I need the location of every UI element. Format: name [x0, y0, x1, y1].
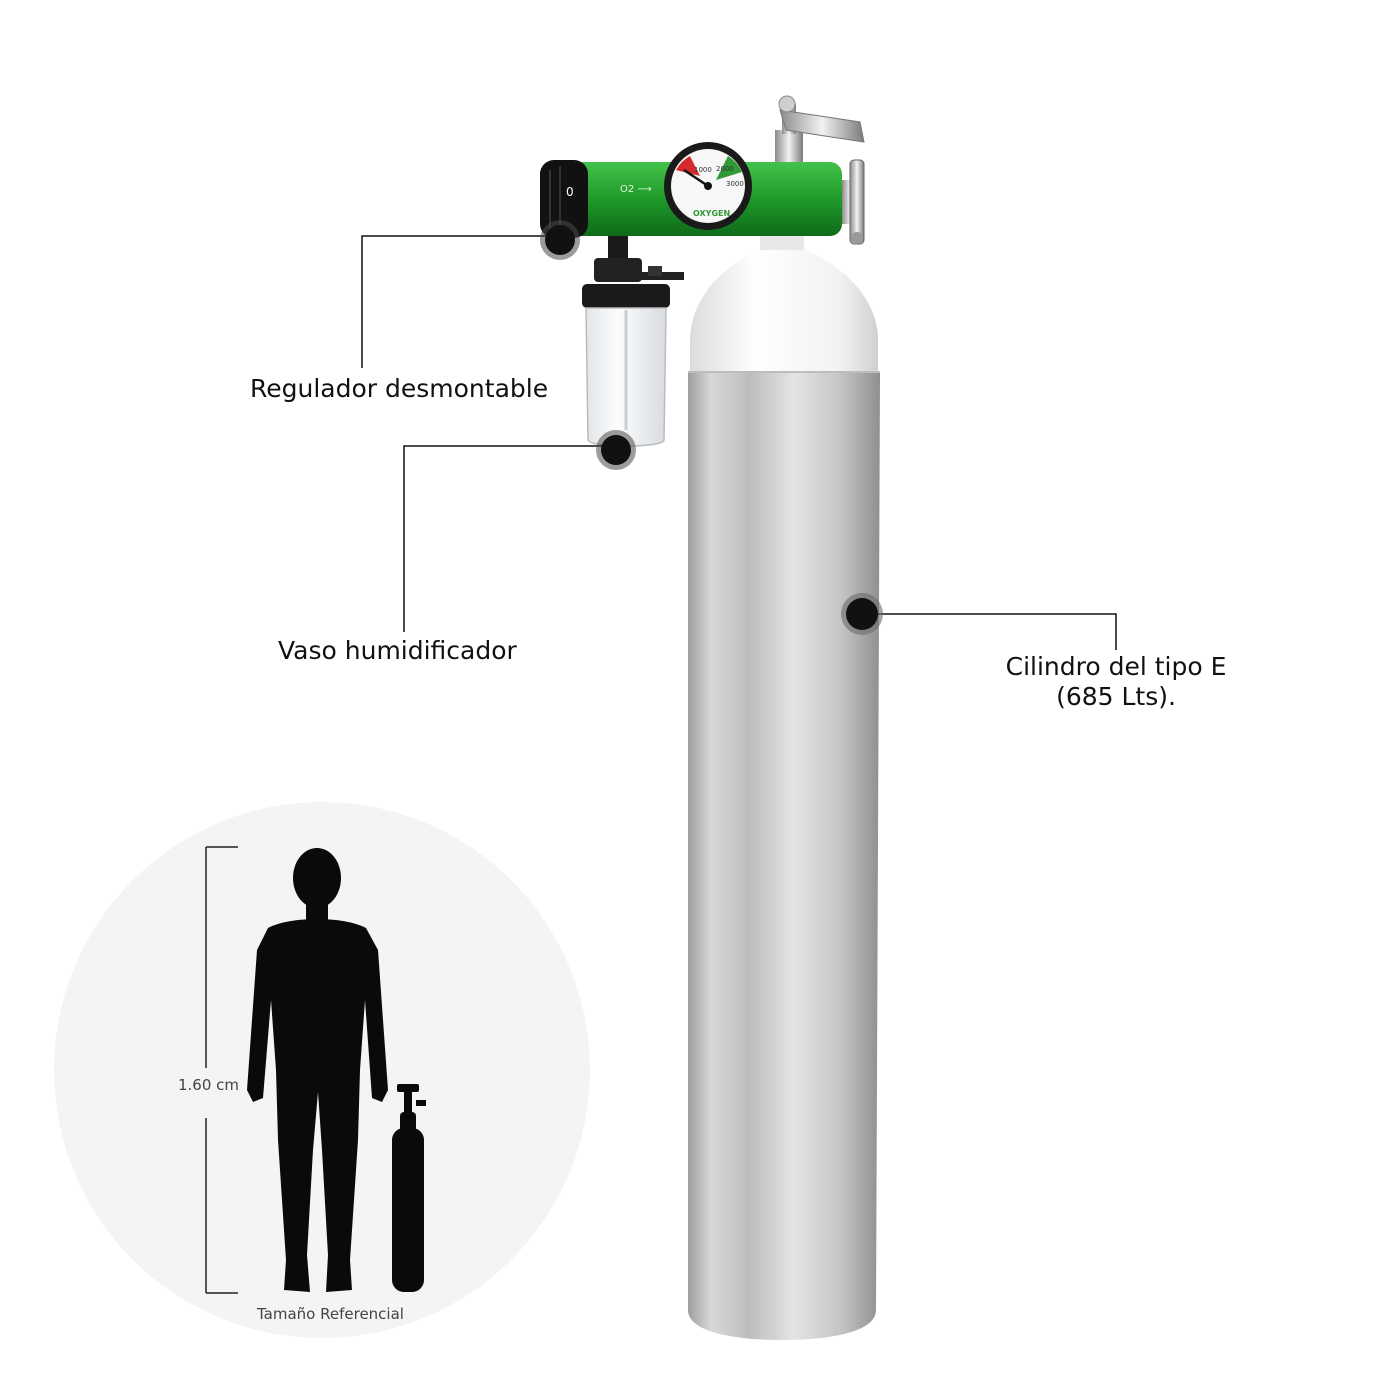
svg-text:O2 ⟶: O2 ⟶ — [620, 184, 652, 195]
callout-dots — [540, 220, 883, 635]
cylinder-label-line1: Cilindro del tipo E — [1005, 652, 1227, 681]
cylinder-label-line2: (685 Lts). — [1056, 682, 1176, 711]
oxygen-cylinder — [688, 230, 880, 1340]
svg-text:OXYGEN: OXYGEN — [693, 209, 730, 218]
callout-lines — [361, 235, 1117, 650]
humidifier-bottle-icon — [582, 258, 684, 447]
svg-text:0: 0 — [566, 185, 574, 199]
regulator-label: Regulador desmontable — [250, 374, 549, 403]
human-silhouette-icon — [247, 848, 388, 1292]
reference-caption: Tamaño Referencial — [257, 1305, 404, 1323]
svg-text:3000: 3000 — [726, 180, 744, 188]
regulator-icon: 0 O2 ⟶ 1000 2000 3000 OXYGEN — [540, 95, 865, 262]
humidifier-label: Vaso humidificador — [278, 636, 517, 665]
cylinder-label: Cilindro del tipo E (685 Lts). — [994, 652, 1238, 712]
svg-text:2000: 2000 — [716, 165, 734, 173]
height-dimension-bracket — [205, 846, 238, 1294]
small-cylinder-icon — [392, 1084, 426, 1292]
svg-text:1000: 1000 — [694, 166, 712, 174]
height-label: 1.60 cm — [178, 1076, 240, 1094]
